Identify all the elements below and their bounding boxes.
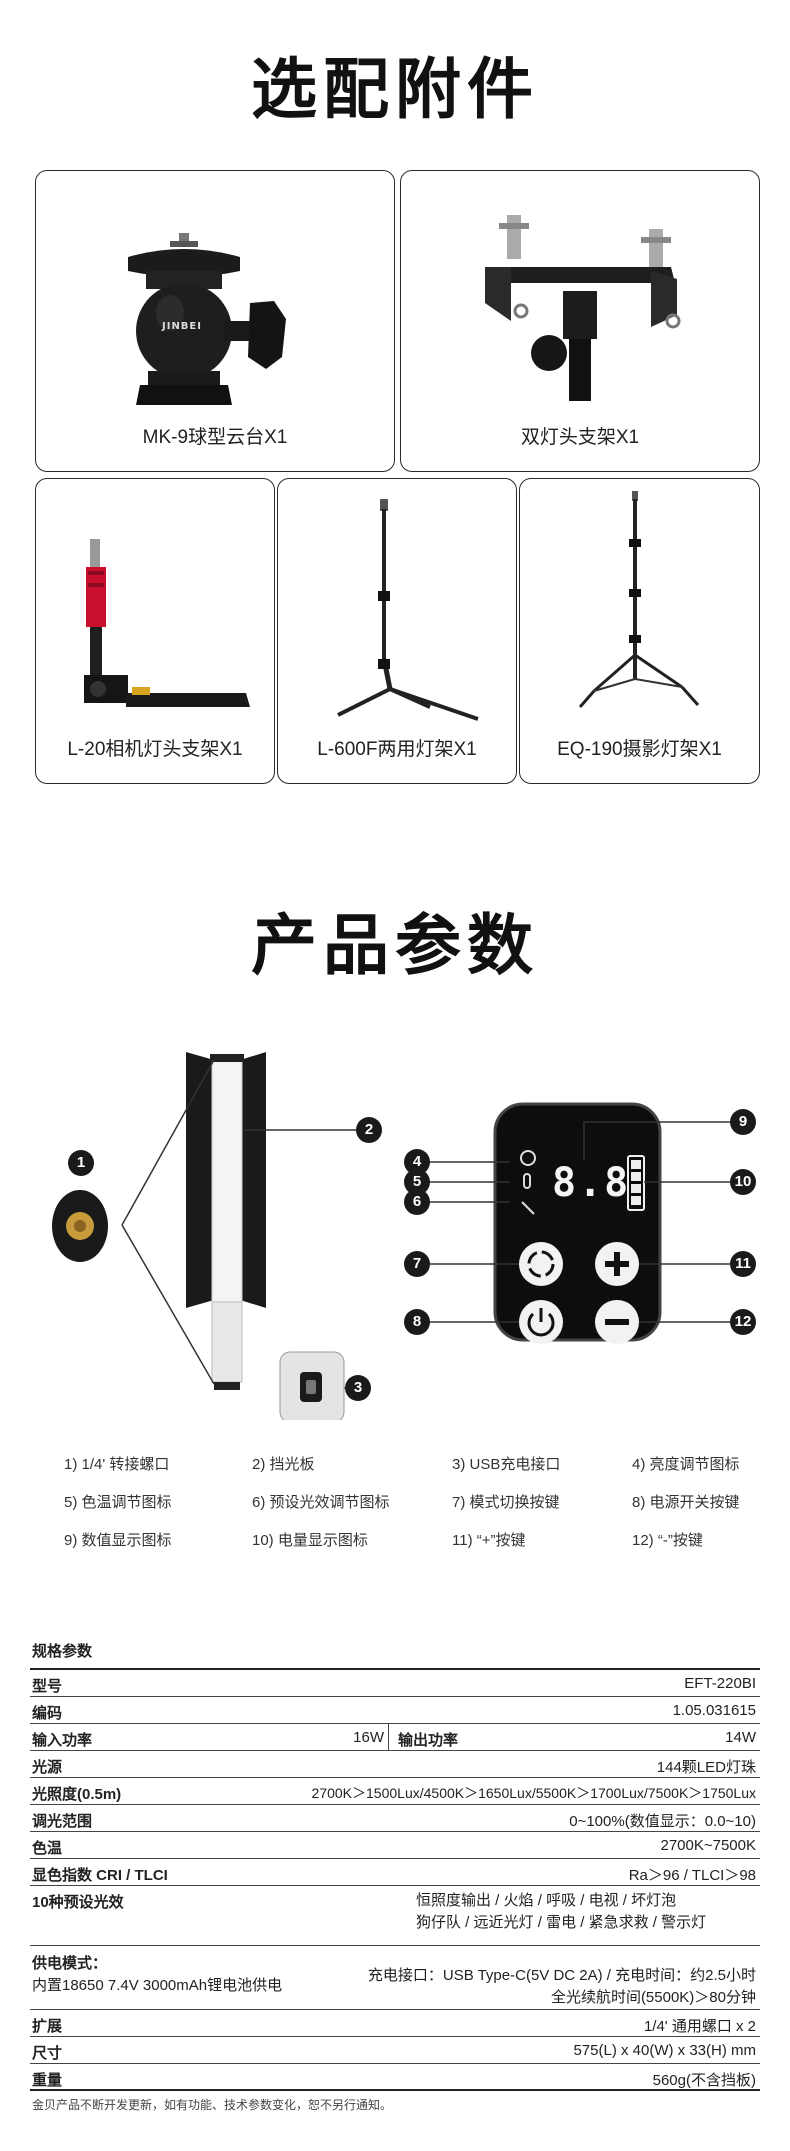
params-title: 产品参数: [251, 907, 539, 984]
l600f-stand-image: [337, 499, 479, 721]
badge-12: 12: [730, 1309, 756, 1335]
eq190-stand-image: [578, 491, 700, 708]
legend-item: 11) “+”按键: [452, 1532, 526, 1549]
spec-row: 光源 144颗LED灯珠: [30, 1751, 760, 1778]
effects-line-2: 狗仔队 / 远近光灯 / 雷电 / 紧急求救 / 警示灯: [416, 1914, 707, 1931]
accessory-card-mk9: JINBEI MK-9球型云台X1: [35, 170, 395, 472]
legend-item: 3) USB充电接口: [452, 1456, 561, 1473]
effects-line-1: 恒照度输出 / 火焰 / 呼吸 / 电视 / 坏灯泡: [416, 1892, 677, 1909]
ball-head-brand-text: JINBEI: [162, 321, 202, 332]
product-diagram: [52, 1052, 730, 1420]
spec-header-rule: [30, 1668, 760, 1670]
badge-6: 6: [404, 1189, 430, 1215]
legend-item: 10) 电量显示图标: [252, 1532, 368, 1549]
spec-row-power: 输入功率 16W 输出功率 14W: [30, 1724, 760, 1751]
legend-item: 4) 亮度调节图标: [632, 1456, 740, 1473]
accessories-title: 选配附件: [251, 51, 539, 128]
legend-item: 9) 数值显示图标: [64, 1532, 172, 1549]
legend-item: 8) 电源开关按键: [632, 1494, 740, 1511]
accessory-card-l600f: L-600F两用灯架X1: [277, 478, 517, 784]
badge-11: 11: [730, 1251, 756, 1277]
spec-row-effects: 10种预设光效 恒照度输出 / 火焰 / 呼吸 / 电视 / 坏灯泡 狗仔队 /…: [30, 1886, 760, 1946]
badge-10: 10: [730, 1169, 756, 1195]
accessory-caption: L-600F两用灯架X1: [317, 739, 477, 760]
badge-3: 3: [345, 1375, 371, 1401]
accessory-card-l20: L-20相机灯头支架X1: [35, 478, 275, 784]
badge-7: 7: [404, 1251, 430, 1277]
spec-row-battery: 供电模式： 内置18650 7.4V 3000mAh锂电池供电 充电接口：USB…: [30, 1946, 760, 2010]
legend-item: 2) 挡光板: [252, 1456, 315, 1473]
spec-table: 规格参数 型号 EFT-220BI 编码 1.05.031615 输入功率 16…: [30, 1640, 760, 2112]
accessory-caption: EQ-190摄影灯架X1: [557, 739, 722, 760]
spec-heading: 规格参数: [32, 1643, 93, 1660]
accessory-caption: MK-9球型云台X1: [142, 427, 288, 448]
legend-item: 12) “-”按键: [632, 1532, 703, 1549]
badge-9: 9: [730, 1109, 756, 1135]
spec-row: 编码 1.05.031615: [30, 1697, 760, 1724]
spec-row: 尺寸 575(L) x 40(W) x 33(H) mm: [30, 2037, 760, 2064]
accessory-card-eq190: EQ-190摄影灯架X1: [519, 478, 760, 784]
spec-row: 色温 2700K~7500K: [30, 1832, 760, 1859]
spec-row: 调光范围 0~100%(数值显示：0.0~10): [30, 1805, 760, 1832]
badge-2: 2: [356, 1117, 382, 1143]
legend-item: 7) 模式切换按键: [452, 1494, 560, 1511]
display-digits: 8.8: [552, 1160, 631, 1206]
legend-item: 6) 预设光效调节图标: [252, 1494, 390, 1511]
accessory-caption: L-20相机灯头支架X1: [67, 739, 243, 760]
spec-row: 型号 EFT-220BI: [30, 1670, 760, 1697]
spec-row: 光照度(0.5m) 2700K＞1500Lux/4500K＞1650Lux/55…: [30, 1778, 760, 1805]
badge-1: 1: [68, 1150, 94, 1176]
accessory-card-double-bracket: 双灯头支架X1: [400, 170, 760, 472]
legend-item: 1) 1/4' 转接螺口: [64, 1456, 170, 1473]
legend-item: 5) 色温调节图标: [64, 1494, 172, 1511]
badge-8: 8: [404, 1309, 430, 1335]
accessory-caption: 双灯头支架X1: [520, 427, 640, 448]
spec-row: 扩展 1/4' 通用螺口 x 2: [30, 2010, 760, 2037]
ball-head-image: [128, 233, 286, 405]
spec-footnote: 金贝产品不断开发更新，如有功能、技术参数变化，恕不另行通知。: [32, 2098, 393, 2112]
spec-row: 显色指数 CRI / TLCI Ra＞96 / TLCI＞98: [30, 1859, 760, 1886]
spec-row: 重量 560g(不含挡板): [30, 2064, 760, 2091]
double-bracket-image: [485, 215, 681, 401]
l20-bracket-image: [84, 539, 250, 707]
